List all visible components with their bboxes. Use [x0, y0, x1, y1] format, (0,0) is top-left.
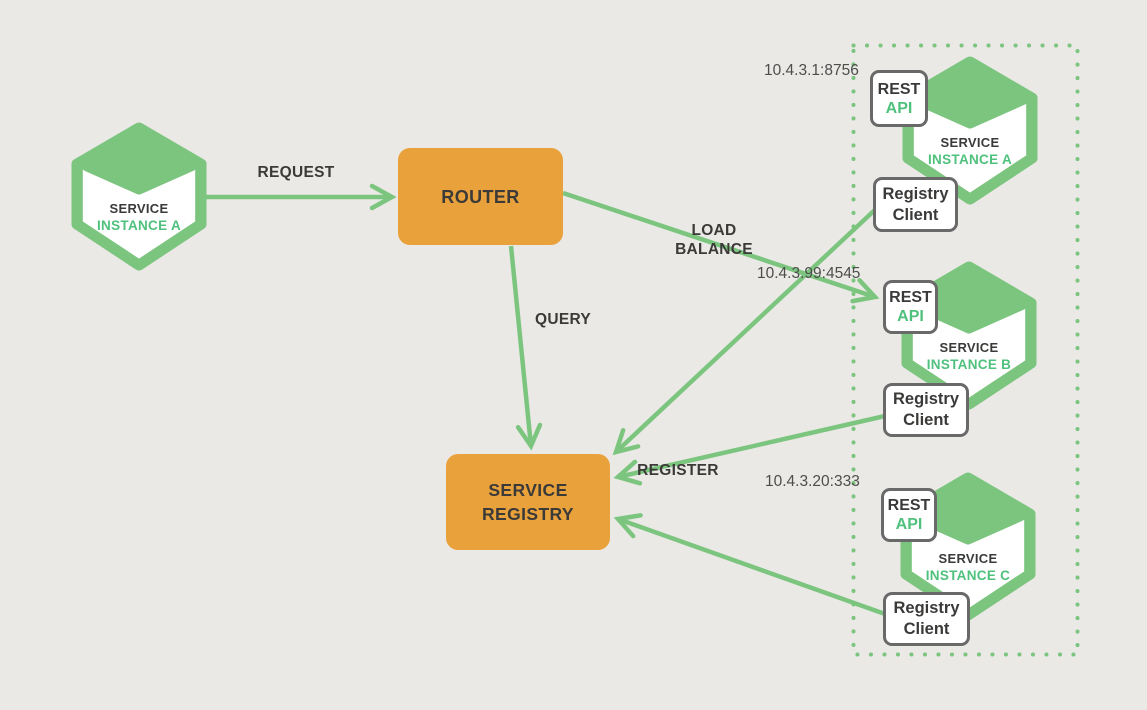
registry-client-label-line1: Registry: [893, 599, 960, 617]
load-balance-line2: BALANCE: [675, 240, 753, 258]
registry-label-line1: SERVICE: [488, 480, 568, 500]
instance-a-ip-label: 10.4.3.1:8756: [764, 62, 859, 79]
instance-a-rest-api-box: REST API: [870, 70, 928, 127]
instance-a-registry-client-box: Registry Client: [873, 177, 958, 232]
client-node-label: SERVICE INSTANCE A: [72, 200, 206, 234]
edge-load-balance: [562, 190, 880, 304]
instance-b-registry-client-box: Registry Client: [883, 383, 969, 437]
registry-client-label-line2: Client: [903, 620, 950, 638]
api-label: API: [895, 516, 923, 533]
registry-client-label-line1: Registry: [882, 184, 949, 203]
instance-b-node-label: SERVICE INSTANCE B: [902, 339, 1036, 373]
edge-register-a: [612, 205, 880, 456]
service-hexagon-icon: [71, 122, 207, 271]
instances-group-dotted-border: [851, 43, 1080, 657]
edge-register-b: [613, 413, 886, 486]
rest-label: REST: [889, 289, 932, 306]
instance-label: INSTANCE C: [925, 568, 1011, 584]
register-edge-label: REGISTER: [637, 462, 719, 479]
edge-register-c: [613, 513, 886, 617]
instance-b-rest-api-box: REST API: [883, 280, 938, 334]
router-label: ROUTER: [441, 186, 520, 207]
registry-label-line2: REGISTRY: [481, 504, 574, 524]
service-label: SERVICE: [940, 135, 1000, 151]
registry-client-label-line1: Registry: [892, 390, 960, 408]
registry-client-label-line2: Client: [892, 205, 939, 224]
instance-c-ip-label: 10.4.3.20:333: [765, 473, 860, 490]
edge-query: [508, 245, 543, 451]
load-balance-edge-label: LOAD BALANCE: [654, 222, 774, 259]
request-edge-label: REQUEST: [257, 164, 335, 181]
service-instance-c-node: SERVICE INSTANCE C: [900, 472, 1036, 621]
registry-client-label-line2: Client: [903, 411, 949, 429]
service-label: SERVICE: [938, 551, 998, 567]
load-balance-line1: LOAD: [691, 222, 737, 239]
rest-label: REST: [877, 80, 921, 98]
router-node: ROUTER: [398, 148, 563, 245]
instance-c-registry-client-box: Registry Client: [883, 592, 970, 646]
api-label: API: [897, 308, 924, 325]
service-instance-a-node: SERVICE INSTANCE A: [902, 56, 1038, 205]
service-registry-node: SERVICE REGISTRY: [446, 454, 610, 550]
instance-a-node-label: SERVICE INSTANCE A: [903, 134, 1037, 168]
service-hexagon-icon: [902, 56, 1038, 205]
instance-b-ip-label: 10.4.3.99:4545: [757, 265, 861, 282]
service-label: SERVICE: [939, 340, 999, 356]
instance-c-rest-api-box: REST API: [881, 488, 937, 542]
service-label: SERVICE: [109, 201, 169, 217]
client-service-instance-node: SERVICE INSTANCE A: [71, 122, 207, 271]
instance-label: INSTANCE A: [97, 218, 181, 234]
query-edge-label: QUERY: [534, 311, 592, 328]
instance-label: INSTANCE B: [926, 357, 1012, 373]
instance-c-node-label: SERVICE INSTANCE C: [901, 550, 1035, 584]
instance-label: INSTANCE A: [928, 152, 1012, 168]
api-label: API: [885, 99, 913, 117]
rest-label: REST: [887, 497, 931, 514]
